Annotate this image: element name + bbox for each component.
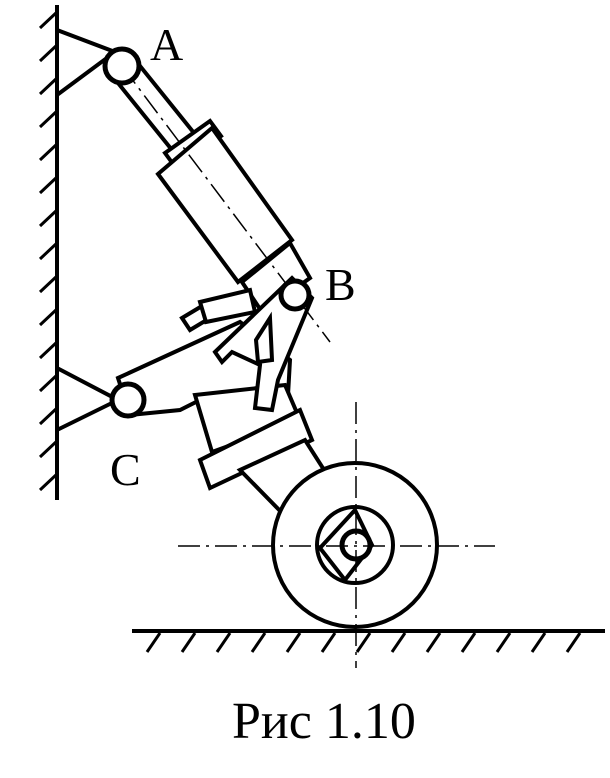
cylinder-lug <box>239 239 313 315</box>
cylinder-barrel <box>155 125 295 285</box>
support-bracket-c <box>56 366 123 432</box>
label-b: B <box>325 259 356 310</box>
label-c: C <box>110 444 141 495</box>
joint-c <box>109 381 147 419</box>
label-a: A <box>150 19 183 70</box>
figure-caption: Рис 1.10 <box>232 693 416 750</box>
joint-b <box>278 278 312 312</box>
ground <box>132 629 605 653</box>
wheel <box>271 461 439 629</box>
joint-a <box>102 46 142 86</box>
fixed-wall <box>38 5 59 500</box>
